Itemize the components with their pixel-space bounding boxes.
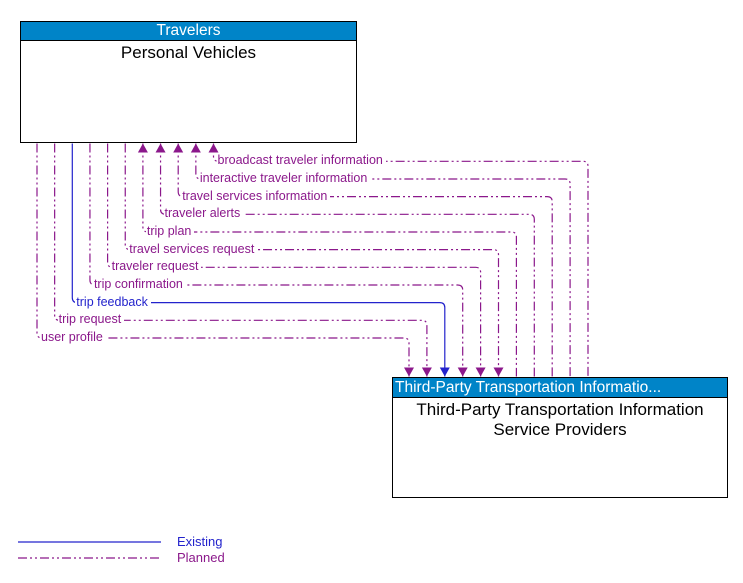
legend-label-planned: Planned bbox=[177, 549, 225, 565]
flow-line-traveler-request bbox=[107, 143, 482, 377]
arrowhead-traveler-alerts bbox=[155, 143, 166, 153]
arrowhead-trip-confirmation bbox=[457, 367, 468, 377]
flow-label-trip-plan[interactable]: trip plan bbox=[145, 223, 195, 239]
flow-label-travel-services-request[interactable]: travel services request bbox=[128, 241, 258, 257]
flow-label-travel-services-information[interactable]: travel services information bbox=[181, 188, 331, 204]
arrowhead-travel-services-information bbox=[173, 143, 184, 153]
flow-label-trip-request[interactable]: trip request bbox=[57, 312, 125, 328]
arrowhead-trip-feedback bbox=[439, 367, 450, 377]
arrowhead-broadcast-traveler-information bbox=[208, 143, 219, 153]
flow-line-user-profile bbox=[36, 143, 410, 377]
entity-header-travelers[interactable]: Travelers bbox=[21, 22, 356, 41]
flow-label-trip-feedback[interactable]: trip feedback bbox=[75, 294, 151, 310]
flow-line-trip-confirmation bbox=[89, 143, 464, 377]
flow-line-trip-request bbox=[54, 143, 428, 377]
flow-line-interactive-traveler-information bbox=[195, 143, 571, 377]
flow-line-travel-services-information bbox=[177, 143, 553, 377]
entity-body-personal-vehicles: Personal Vehicles bbox=[120, 43, 257, 62]
arrowhead-trip-request bbox=[421, 367, 432, 377]
legend-line-planned-icon bbox=[18, 556, 161, 559]
legend-line-existing-icon bbox=[18, 541, 161, 543]
flow-label-user-profile[interactable]: user profile bbox=[40, 330, 106, 345]
legend-label-existing: Existing bbox=[177, 534, 223, 549]
arrowhead-traveler-request bbox=[475, 367, 486, 377]
flow-label-traveler-alerts[interactable]: traveler alerts bbox=[163, 206, 244, 222]
arrowhead-user-profile bbox=[404, 367, 414, 377]
entity-header-third-party-provider[interactable]: Third-Party Transportation Informatio... bbox=[393, 378, 727, 398]
flow-line-trip-feedback bbox=[71, 143, 446, 377]
entity-body-third-party-provider: Third-Party Transportation Information S… bbox=[416, 400, 704, 439]
flow-label-interactive-traveler-information[interactable]: interactive traveler information bbox=[198, 170, 371, 186]
arrowhead-trip-plan bbox=[137, 143, 148, 153]
entity-box-travelers[interactable]: Travelers Personal Vehicles bbox=[20, 21, 357, 143]
arrowhead-travel-services-request bbox=[493, 367, 504, 377]
flow-label-trip-confirmation[interactable]: trip confirmation bbox=[92, 276, 186, 292]
flow-line-broadcast-traveler-information bbox=[212, 143, 589, 377]
flow-label-traveler-request[interactable]: traveler request bbox=[110, 259, 202, 275]
flow-line-travel-services-request bbox=[124, 143, 500, 377]
arrowhead-interactive-traveler-information bbox=[190, 143, 201, 153]
flow-label-broadcast-traveler-information[interactable]: broadcast traveler information bbox=[216, 153, 386, 169]
entity-box-third-party-provider[interactable]: Third-Party Transportation Informatio...… bbox=[392, 377, 728, 498]
flow-line-traveler-alerts bbox=[159, 143, 535, 377]
